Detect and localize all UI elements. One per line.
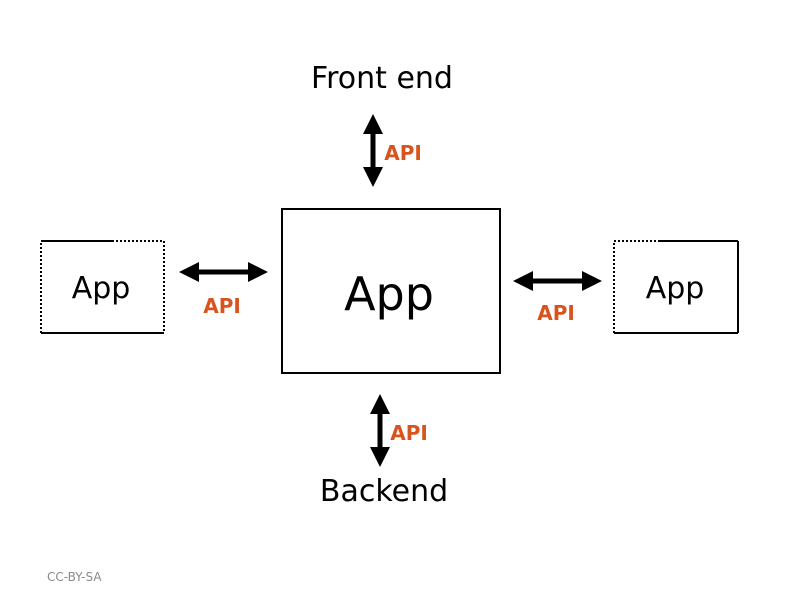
center-app-box — [281, 208, 501, 374]
right-app-box-border — [613, 240, 739, 334]
left-app-box-border — [40, 240, 165, 334]
api-left-arrow — [179, 262, 268, 282]
api-left-label: API — [203, 294, 241, 318]
api-top-arrow — [363, 114, 383, 187]
backend-label: Backend — [319, 474, 449, 509]
right-app-label: App — [645, 271, 705, 306]
license-text: CC-BY-SA — [47, 570, 102, 584]
api-top-label: API — [384, 141, 422, 165]
left-app-label: App — [71, 271, 131, 306]
api-bottom-arrow — [370, 394, 390, 467]
api-right-label: API — [537, 301, 575, 325]
center-app-label: App — [344, 267, 434, 321]
front-end-label: Front end — [311, 61, 453, 96]
api-right-arrow — [513, 271, 602, 291]
api-bottom-label: API — [390, 421, 428, 445]
